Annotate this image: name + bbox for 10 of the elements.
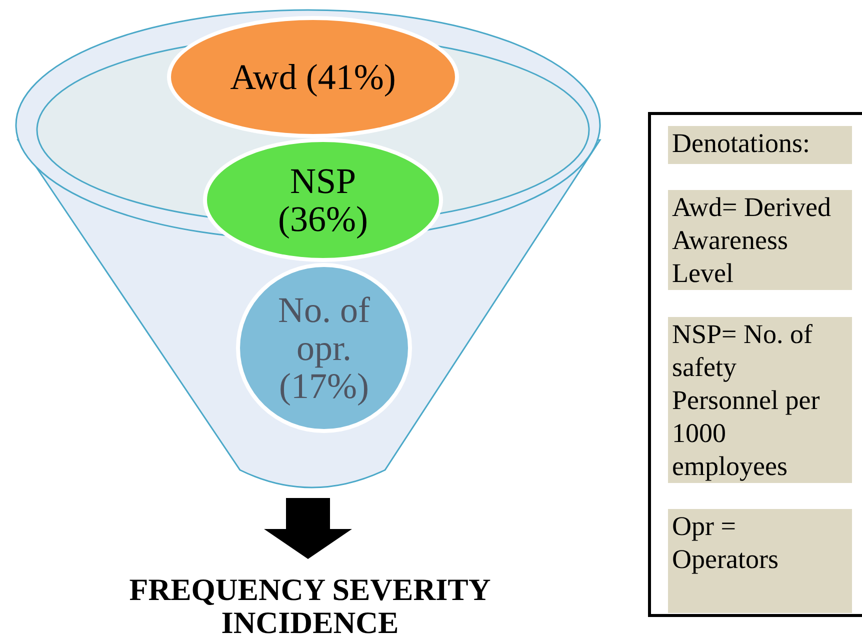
- circle-label: NSP (36%): [277, 162, 369, 238]
- definition-text: Awd= Derived Awareness Level: [672, 191, 832, 290]
- outcome-text: FREQUENCY SEVERITY INCIDENCE: [128, 573, 492, 639]
- definition-text: Opr = Operators: [672, 510, 780, 576]
- circle-label: Awd (41%): [230, 58, 396, 96]
- definition-text: NSP= No. of safety Personnel per 1000 employees: [672, 318, 821, 483]
- block-arrow: [264, 498, 352, 559]
- definition-text: Denotations:: [672, 127, 811, 160]
- circle-label: No. of opr. (17%): [277, 291, 371, 405]
- legend-frame: [648, 112, 862, 617]
